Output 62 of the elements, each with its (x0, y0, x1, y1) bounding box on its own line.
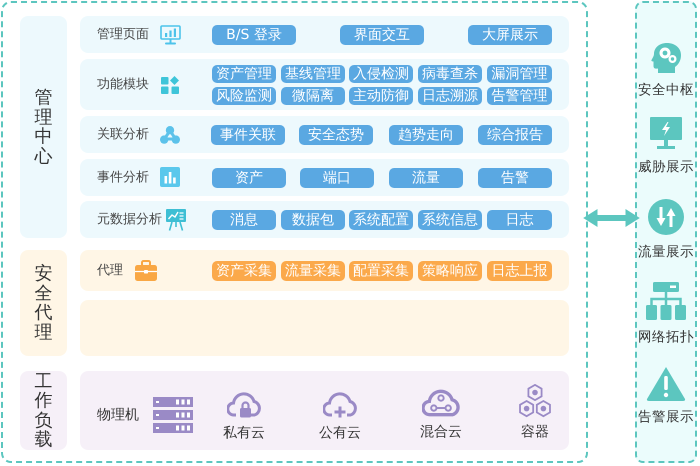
tag-pill: 数据包 (281, 210, 345, 230)
tag-pill: 告警管理 (487, 87, 552, 105)
tag-pill: B/S 登录 (212, 25, 296, 45)
tag-pill: 消息 (212, 210, 276, 230)
row-label: 代理 (97, 262, 123, 278)
vertical-label: 安全代理 (34, 264, 52, 342)
item-label: 私有云 (223, 425, 265, 441)
category-band (80, 250, 569, 291)
tag-pill: 事件关联 (211, 125, 285, 145)
item-label: 混合云 (420, 424, 462, 440)
tag-pill: 资产 (212, 168, 286, 188)
tag-pill: 综合报告 (478, 125, 552, 145)
tag-pill: 趋势走向 (389, 125, 463, 145)
tag-pill: 基线管理 (281, 65, 345, 83)
tag-pill: 漏洞管理 (487, 65, 552, 83)
tag-pill: 策略响应 (418, 261, 482, 281)
row-label: 功能模块 (97, 76, 149, 92)
double-arrow (583, 209, 640, 227)
tag-pill: 微隔离 (281, 87, 345, 105)
category-band (80, 16, 569, 53)
row-label: 管理页面 (97, 26, 149, 42)
tag-pill: 告警 (478, 168, 552, 188)
category-band (80, 201, 569, 238)
tag-pill: 系统配置 (349, 210, 413, 230)
tag-pill: 病毒查杀 (418, 65, 482, 83)
tag-pill: 系统信息 (418, 210, 482, 230)
panel-label: 流量展示 (638, 244, 694, 260)
blank-band (80, 300, 569, 356)
panel-label: 威胁展示 (638, 159, 694, 175)
tag-pill: 风险监测 (212, 87, 276, 105)
tag-pill: 主动防御 (349, 87, 413, 105)
tag-pill: 端口 (300, 168, 374, 188)
row-label: 事件分析 (97, 170, 149, 186)
tag-pill: 流量 (389, 168, 463, 188)
panel-label: 网络拓扑 (638, 329, 694, 345)
tag-pill: 日志 (487, 210, 552, 230)
tag-pill: 日志上报 (487, 261, 552, 281)
tag-pill: 资产管理 (212, 65, 276, 83)
side-panel (20, 250, 67, 356)
panel-label: 安全中枢 (638, 82, 694, 98)
category-band (80, 59, 569, 110)
category-band (80, 371, 569, 450)
tag-pill: 日志溯源 (418, 87, 482, 105)
item-label: 公有云 (319, 425, 361, 441)
category-band (80, 159, 569, 196)
tag-pill: 界面交互 (340, 25, 424, 45)
tag-pill: 资产采集 (212, 261, 276, 281)
dashed-panel (635, 1, 697, 463)
category-band (80, 116, 569, 153)
tag-pill: 安全态势 (299, 125, 373, 145)
item-label: 容器 (521, 424, 549, 440)
tag-pill: 配置采集 (349, 261, 413, 281)
tag-pill: 入侵检测 (349, 65, 413, 83)
vertical-label: 工作负载 (34, 372, 52, 450)
vertical-label: 管理中心 (34, 88, 52, 166)
tag-pill: 大屏展示 (468, 25, 552, 45)
panel-label: 告警展示 (638, 409, 694, 425)
tag-pill: 流量采集 (281, 261, 345, 281)
row-label: 关联分析 (97, 126, 149, 142)
dashed-frame (1, 1, 588, 463)
row-label: 元数据分析 (97, 212, 162, 228)
item-label: 物理机 (97, 407, 139, 423)
